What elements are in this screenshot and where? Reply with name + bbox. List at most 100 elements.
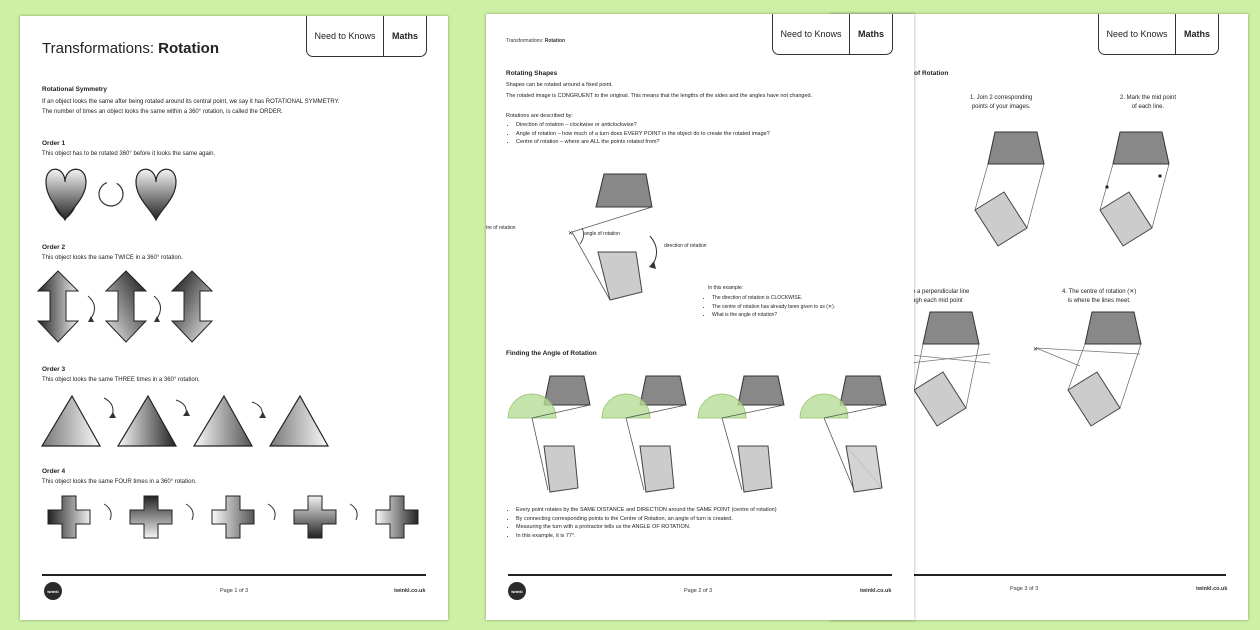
list-item: Measuring the turn with a protractor tel…	[516, 523, 777, 532]
maths-tab: Maths	[1176, 14, 1219, 55]
direction-arrow	[649, 261, 656, 269]
footer-page-number: Page 1 of 3	[220, 588, 249, 594]
footer-site: twinkl.co.uk	[860, 588, 892, 594]
example-intro: In this example:	[708, 285, 744, 291]
header-tabs: Need to Knows Maths	[772, 14, 893, 55]
step1-line1: 1. Join 2 corresponding	[970, 95, 1033, 101]
step1-diagram	[974, 131, 1045, 247]
worksheet-page-1: Need to Knows Maths Transformations: Rot…	[20, 16, 448, 620]
running-head-light: Transformations:	[506, 38, 545, 44]
running-head: Transformations: Rotation	[506, 38, 565, 44]
list-item: The centre of rotation has already been …	[712, 303, 835, 312]
order3-heading: Order 3	[42, 366, 66, 373]
step4-line1: 4. The centre of rotation (✕)	[1062, 289, 1137, 295]
finding-angle-heading: Finding the Angle of Rotation	[506, 350, 597, 357]
need-to-knows-tab: Need to Knows	[1098, 14, 1176, 55]
angle-diagram-1	[507, 375, 591, 493]
order2-text: This object looks the same TWICE in a 36…	[42, 255, 183, 261]
order4-heading: Order 4	[42, 468, 66, 475]
rotating-shapes-heading: Rotating Shapes	[506, 70, 558, 77]
angle-diagram-2	[601, 375, 687, 493]
order2-heading: Order 2	[42, 244, 66, 251]
intro-line-1: If an object looks the same after being …	[42, 99, 340, 105]
running-head-bold: Rotation	[544, 38, 565, 44]
list-item: Every point rotates by the SAME DISTANCE…	[516, 506, 777, 515]
line-1: Shapes can be rotated around a fixed poi…	[506, 82, 613, 88]
footer-site: twinkl.co.uk	[394, 588, 426, 594]
header-tabs: Need to Knows Maths	[306, 16, 427, 57]
twinkl-logo: twinkl	[508, 582, 526, 600]
order3-triangle-2	[116, 394, 178, 447]
footer-rule	[508, 574, 892, 576]
footer-page-number: Page 3 of 3	[1010, 586, 1039, 592]
list-item: Direction of rotation – clockwise or ant…	[516, 121, 770, 130]
section-heading: Rotational Symmetry	[42, 86, 108, 93]
order1-heart-left	[45, 168, 87, 222]
rotated-trapezium	[597, 251, 643, 301]
list-item: Centre of rotation – where are ALL the p…	[516, 138, 770, 147]
step4-diagram: ✕	[1033, 311, 1142, 427]
title-light: Transformations:	[42, 40, 159, 57]
step4-line2: is where the lines meet.	[1067, 298, 1131, 304]
angle-diagram-3	[697, 375, 785, 493]
list-item: By connecting corresponding points to th…	[516, 515, 777, 524]
title-bold: Rotation	[158, 40, 219, 57]
twinkl-logo: twinkl	[44, 582, 62, 600]
page-title: Transformations: Rotation	[42, 40, 219, 57]
angle-of-rotation-label: angle of rotation	[584, 231, 620, 237]
order4-cross-1	[47, 495, 91, 539]
step3-text: e a perpendicular line ugh each mid poin…	[912, 288, 969, 306]
need-to-knows-tab: Need to Knows	[306, 16, 384, 57]
step2-text: 2. Mark the mid point of each line.	[1120, 94, 1176, 112]
list-item: The direction of rotation is CLOCKWISE.	[712, 294, 835, 303]
step1-line2: points of your images.	[971, 104, 1031, 110]
list-item: Angle of rotation – how much of a turn d…	[516, 130, 770, 139]
order2-arrow-3	[170, 270, 214, 343]
worksheet-page-2: Need to Knows Maths Transformations: Rot…	[486, 14, 914, 620]
centre-of-rotation-label: centre of rotation	[486, 225, 516, 231]
svg-text:✕: ✕	[1033, 347, 1038, 353]
step1-text: 1. Join 2 corresponding points of your i…	[970, 94, 1032, 112]
maths-tab: Maths	[850, 14, 893, 55]
step2-diagram	[1099, 131, 1170, 247]
order3-triangle-3	[192, 394, 254, 447]
need-to-knows-tab: Need to Knows	[772, 14, 850, 55]
order4-cross-5	[375, 495, 419, 539]
summary-list: Every point rotates by the SAME DISTANCE…	[506, 506, 777, 540]
described-by: Rotations are described by:	[506, 113, 573, 119]
original-trapezium	[595, 173, 653, 208]
step2-line1: 2. Mark the mid point	[1120, 95, 1177, 101]
rotation-arrow-order1	[98, 181, 124, 207]
list-item: In this example, it is 77°.	[516, 532, 777, 541]
intro-line-2: The number of times an object looks the …	[42, 109, 283, 115]
step4-text: 4. The centre of rotation (✕) is where t…	[1062, 288, 1136, 306]
footer-site: twinkl.co.uk	[1196, 586, 1228, 592]
step3-line2: ugh each mid point	[912, 298, 963, 304]
partial-heading: of Rotation	[914, 70, 949, 77]
order3-text: This object looks the same THREE times i…	[42, 377, 200, 383]
order4-cross-2	[129, 495, 173, 539]
order4-cross-3	[211, 495, 255, 539]
footer-page-number: Page 2 of 3	[684, 588, 713, 594]
order4-cross-4	[293, 495, 337, 539]
maths-tab: Maths	[384, 16, 427, 57]
angle-diagram-4	[799, 375, 887, 493]
order1-heart-right	[135, 168, 177, 222]
step2-line2: of each line.	[1131, 104, 1165, 110]
order1-text: This object has to be rotated 360° befor…	[42, 151, 216, 157]
centre-marker: ✕	[568, 231, 573, 237]
rotation-properties-list: Direction of rotation – clockwise or ant…	[506, 121, 770, 147]
order1-heading: Order 1	[42, 140, 66, 147]
order3-triangle-1	[40, 394, 102, 447]
header-tabs: Need to Knows Maths	[1098, 14, 1219, 55]
step3-line1: e a perpendicular line	[912, 289, 970, 295]
order3-triangle-4	[268, 394, 330, 447]
order-shapes	[36, 168, 419, 539]
page3-diagrams: ✕	[909, 131, 1170, 427]
direction-of-rotation-label: direction of rotation	[664, 243, 707, 249]
line-2: The rotated image is CONGRUENT to the or…	[506, 93, 813, 99]
list-item: What is the angle of rotation?	[712, 311, 835, 320]
step3-diagram	[909, 311, 991, 427]
order2-arrow-1	[36, 270, 80, 343]
footer-rule	[42, 574, 426, 576]
